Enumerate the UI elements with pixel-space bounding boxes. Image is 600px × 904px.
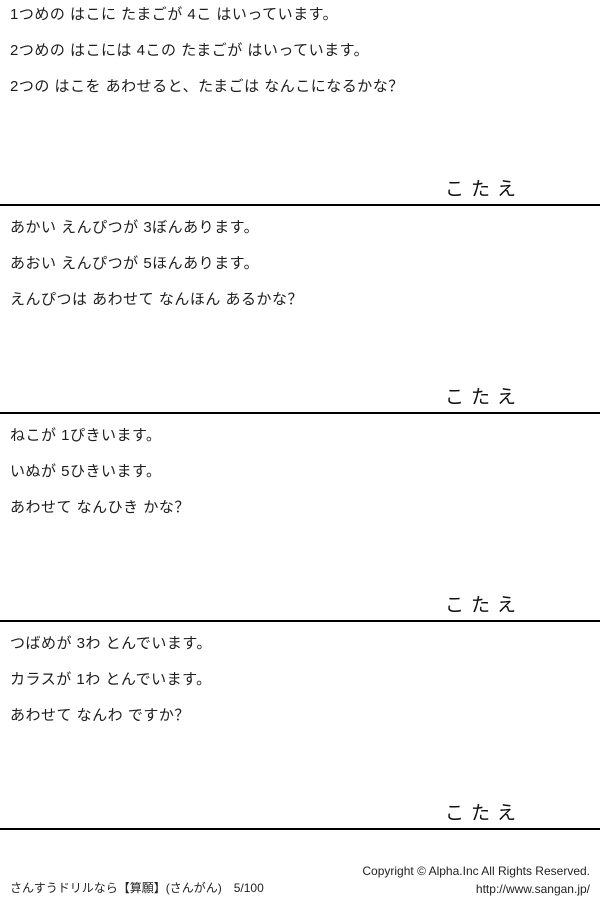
footer-url: http://www.sangan.jp/ [475, 881, 590, 896]
problem-1-line-2: 2つめの はこには 4この たまごが はいっています。 [10, 41, 370, 59]
problem-1-line-3: 2つの はこを あわせると、たまごは なんこになるかな？ [10, 77, 404, 95]
problem-3: ねこが 1ぴきいます。 いぬが 5ひきいます。 あわせて なんひき かな？ こた… [0, 414, 600, 622]
answer-row: こたえ [0, 174, 600, 204]
footer-source-text: さんすうドリルなら【算願】(さんがん) 5/100 [10, 881, 264, 895]
problem-4: つばめが 3わ とんでいます。 カラスが 1わ とんでいます。 あわせて なんわ… [0, 622, 600, 830]
answer-row: こたえ [0, 590, 600, 620]
problem-2-line-3: えんぴつは あわせて なんほん あるかな？ [10, 290, 304, 308]
answer-label: こたえ [444, 803, 523, 824]
problem-1-line-1: 1つめの はこに たまごが 4こ はいっています。 [10, 6, 339, 23]
copyright-text: Copyright © Alpha.Inc All Rights Reserve… [362, 864, 590, 879]
problem-1: 1つめの はこに たまごが 4こ はいっています。 2つめの はこには 4この … [0, 0, 600, 206]
answer-divider-line [0, 620, 600, 622]
problem-2: あかい えんぴつが 3ぼんあります。 あおい えんぴつが 5ほんあります。 えん… [0, 206, 600, 414]
problem-4-line-2: カラスが 1わ とんでいます。 [10, 670, 212, 688]
answer-row: こたえ [0, 798, 600, 828]
answer-divider-line [0, 204, 600, 206]
answer-label: こたえ [444, 179, 523, 200]
answer-label: こたえ [444, 595, 523, 616]
footer-copyright-block: Copyright © Alpha.Inc All Rights Reserve… [362, 863, 590, 898]
problem-4-line-1: つばめが 3わ とんでいます。 [10, 635, 212, 652]
problem-3-line-2: いぬが 5ひきいます。 [10, 462, 162, 480]
problem-3-line-1: ねこが 1ぴきいます。 [10, 427, 162, 444]
problem-4-line-3: あわせて なんわ ですか？ [10, 706, 190, 724]
problem-2-line-2: あおい えんぴつが 5ほんあります。 [10, 254, 260, 272]
answer-divider-line [0, 828, 600, 830]
answer-row: こたえ [0, 382, 600, 412]
problem-2-line-1: あかい えんぴつが 3ぼんあります。 [10, 219, 260, 236]
problem-3-line-3: あわせて なんひき かな？ [10, 498, 190, 516]
answer-divider-line [0, 412, 600, 414]
answer-label: こたえ [444, 387, 523, 408]
page-footer: さんすうドリルなら【算願】(さんがん) 5/100 Copyright © Al… [0, 830, 600, 904]
